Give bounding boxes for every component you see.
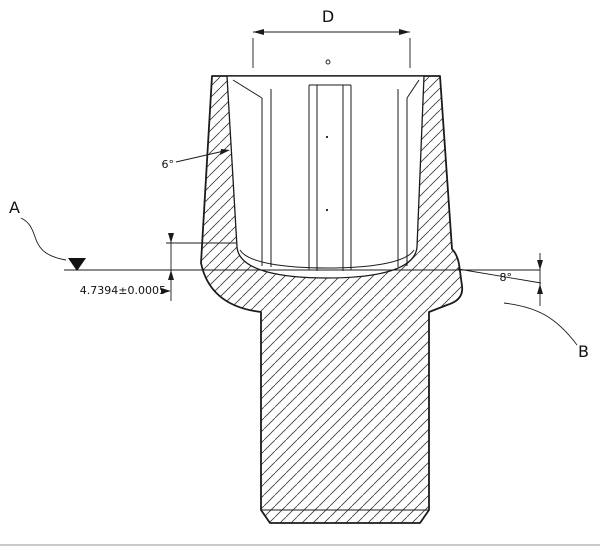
arrowhead-right: [161, 288, 171, 294]
bore-cavity: [226, 75, 425, 279]
part-section: [200, 59, 464, 524]
datum-label-a: A: [9, 198, 20, 217]
datum-triangle-icon: [68, 258, 86, 271]
bore-bottom-inner-arc: [239, 249, 415, 269]
arrowhead-up: [537, 284, 543, 294]
arrowhead-left: [253, 29, 264, 35]
seat-angle-sloped-line: [457, 268, 542, 284]
surface-label-b: B: [578, 342, 589, 361]
centerline-dot: [325, 135, 329, 139]
seat-height-dim-label: 4.7394±0.0005: [80, 284, 166, 297]
centerline-mark: [325, 59, 331, 65]
arrowhead-down: [537, 260, 543, 270]
dimensions: D 4.7394±0.0005 6° 8° A B: [9, 7, 589, 361]
surface-b-leader: [503, 302, 578, 346]
arrowhead-up: [168, 270, 174, 280]
taper-leader-line: [175, 150, 225, 163]
arrowhead-down: [168, 233, 174, 243]
bore-chamfer-right: [406, 79, 420, 99]
bore-chamfer-left: [232, 79, 263, 99]
arrowhead-taper: [220, 149, 230, 155]
centerline-dot: [325, 208, 329, 212]
arrowhead-right: [399, 29, 410, 35]
seat-angle-label: 8°: [500, 271, 513, 284]
taper-angle-label: 6°: [162, 158, 175, 171]
bore-internal-lines: [232, 59, 429, 511]
datum-a-leader: [20, 217, 67, 261]
dim-d-label: D: [322, 7, 334, 26]
